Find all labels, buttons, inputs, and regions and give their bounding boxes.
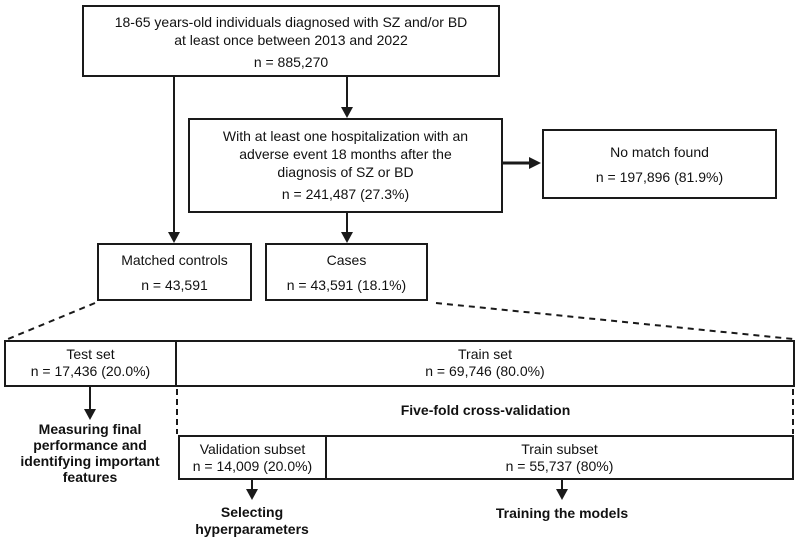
- validation-subset-title: Validation subset: [199, 441, 306, 457]
- validation-subset-cell: Validation subset n = 14,009 (20.0%): [180, 437, 327, 478]
- test-set-title: Test set: [66, 346, 115, 362]
- no-match-box: No match found n = 197,896 (81.9%): [542, 129, 777, 199]
- hospitalization-text-line3: diagnosis of SZ or BD: [277, 164, 414, 180]
- dashed-expand-left-line: [7, 302, 96, 340]
- train-subset-title: Train subset: [521, 441, 598, 457]
- arrow-validation-to-selecting: [246, 480, 258, 500]
- train-subset-count: n = 55,737 (80%): [505, 458, 614, 474]
- no-match-title: No match found: [610, 143, 709, 160]
- eligible-population-count: n = 885,270: [253, 54, 329, 70]
- matched-controls-box: Matched controls n = 43,591: [97, 243, 252, 301]
- no-match-count: n = 197,896 (81.9%): [595, 168, 724, 185]
- arrow-eligible-to-hospitalization: [341, 77, 353, 118]
- hospitalization-text-line2: adverse event 18 months after the: [239, 146, 452, 162]
- selecting-hyperparameters-line2: hyperparameters: [195, 521, 309, 537]
- arrow-eligible-to-matched-controls: [168, 77, 180, 243]
- matched-controls-count: n = 43,591: [141, 277, 208, 293]
- cases-count: n = 43,591 (18.1%): [286, 277, 407, 293]
- train-set-cell: Train set n = 69,746 (80.0%): [177, 342, 793, 385]
- selecting-hyperparameters-line1: Selecting: [220, 504, 284, 520]
- validation-train-subset-bar: Validation subset n = 14,009 (20.0%) Tra…: [178, 435, 794, 480]
- dashed-expand-right-line: [435, 302, 794, 340]
- arrow-train-subset-to-training: [556, 480, 568, 500]
- cases-title: Cases: [326, 252, 367, 268]
- measuring-performance-line1: Measuring final: [38, 421, 142, 437]
- eligible-population-text-line1: 18-65 years-old individuals diagnosed wi…: [114, 14, 468, 30]
- measuring-performance-line3: identifying important: [20, 453, 160, 469]
- test-set-cell: Test set n = 17,436 (20.0%): [6, 342, 177, 385]
- validation-subset-count: n = 14,009 (20.0%): [192, 458, 313, 474]
- selecting-hyperparameters-label: Selecting hyperparameters: [172, 504, 332, 538]
- hospitalization-count: n = 241,487 (27.3%): [281, 186, 410, 202]
- train-set-title: Train set: [458, 346, 512, 362]
- eligible-population-box: 18-65 years-old individuals diagnosed wi…: [82, 5, 500, 77]
- arrow-hospitalization-to-cases: [341, 213, 353, 243]
- eligible-population-text-line2: at least once between 2013 and 2022: [174, 32, 408, 48]
- cross-validation-label: Five-fold cross-validation: [400, 402, 571, 418]
- measuring-performance-line2: performance and: [33, 437, 147, 453]
- cases-box: Cases n = 43,591 (18.1%): [265, 243, 428, 301]
- arrow-test-set-to-measuring: [84, 387, 96, 420]
- arrow-hospitalization-to-no-match: [503, 157, 541, 169]
- hospitalization-box: With at least one hospitalization with a…: [188, 118, 503, 213]
- training-models-label: Training the models: [495, 505, 629, 521]
- train-subset-cell: Train subset n = 55,737 (80%): [327, 437, 792, 478]
- train-set-count: n = 69,746 (80.0%): [425, 363, 545, 379]
- measuring-performance-line4: features: [62, 469, 118, 485]
- matched-controls-title: Matched controls: [121, 252, 228, 268]
- test-train-split-bar: Test set n = 17,436 (20.0%) Train set n …: [4, 340, 795, 387]
- hospitalization-text-line1: With at least one hospitalization with a…: [222, 128, 469, 144]
- test-set-count: n = 17,436 (20.0%): [30, 363, 151, 379]
- measuring-performance-label: Measuring final performance and identify…: [10, 421, 170, 485]
